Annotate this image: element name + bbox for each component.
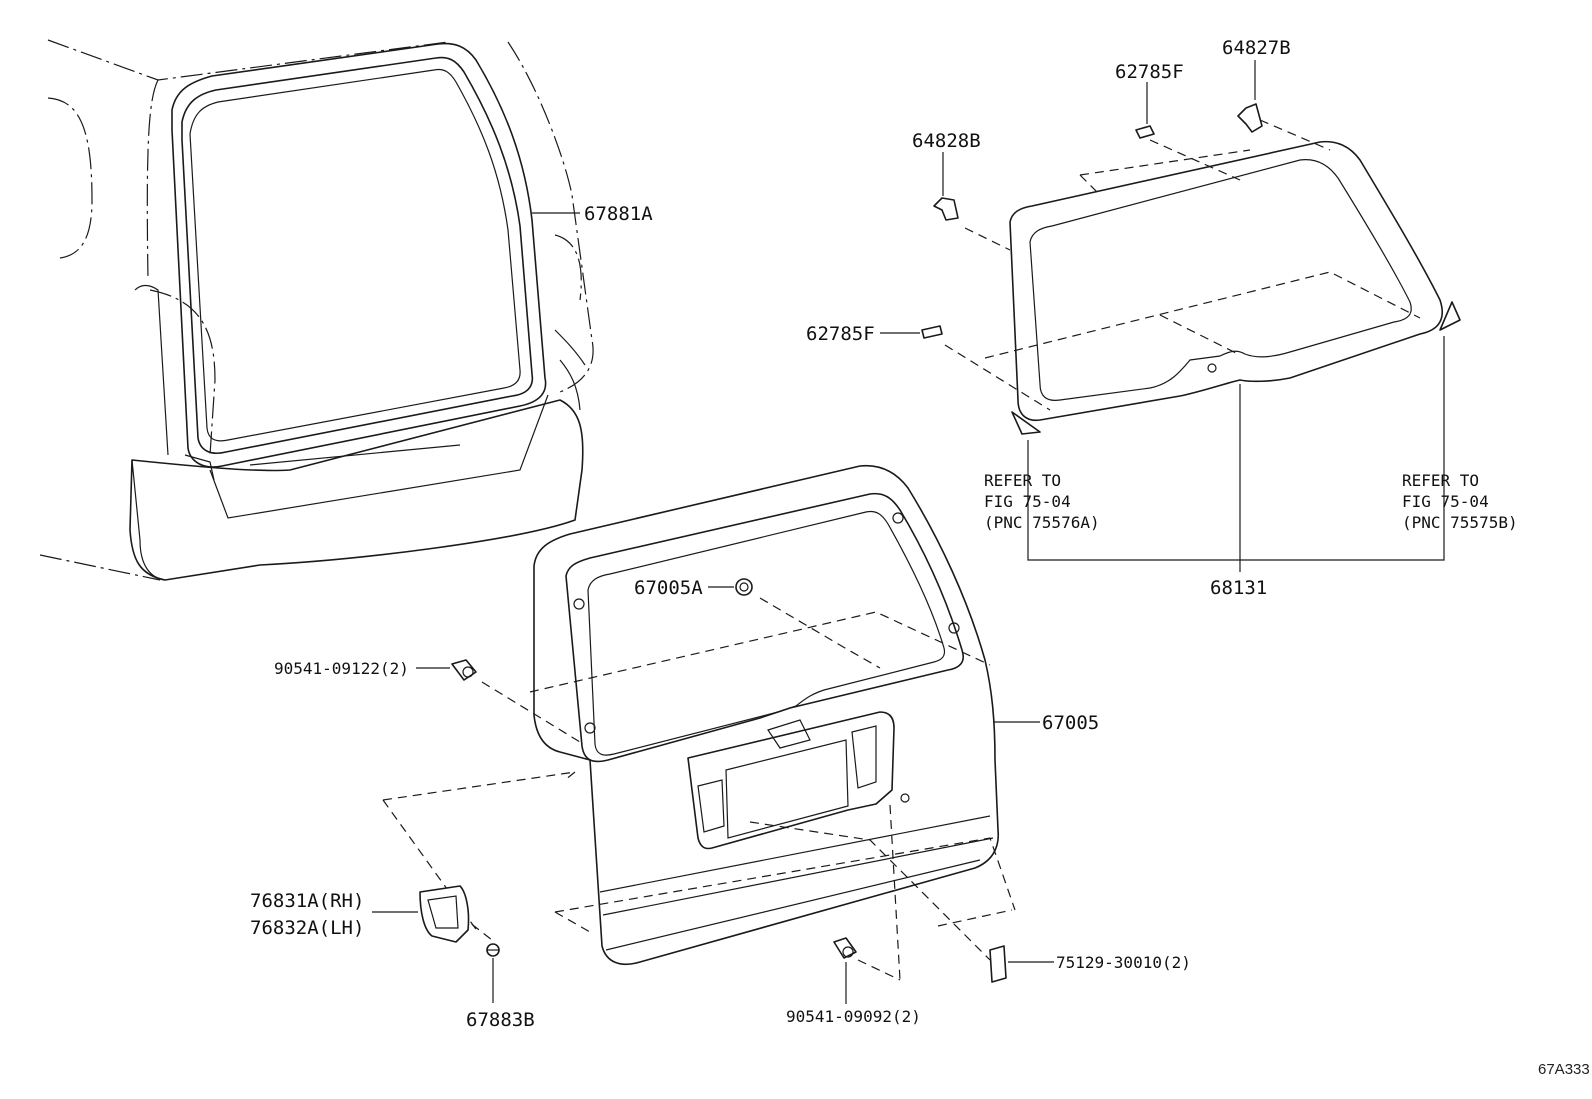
callout-76831A: 76831A(RH): [250, 890, 364, 912]
refer-note-right-line1: REFER TO: [1402, 471, 1479, 490]
glass-spacer-right: [1439, 301, 1461, 331]
callout-90541-09122: 90541-09122(2): [274, 659, 409, 678]
callout-68131: 68131: [1210, 577, 1267, 599]
callout-64827B: 64827B: [1222, 37, 1291, 59]
back-door-glass: [944, 119, 1444, 422]
refer-note-left-line3: (PNC 75576A): [984, 513, 1100, 532]
back-door-panel: [382, 464, 1016, 981]
clip-62785F-left: [921, 325, 943, 339]
callout-76832A: 76832A(LH): [250, 917, 364, 939]
callout-62785F-top: 62785F: [1115, 61, 1184, 83]
clip-64828B: [933, 197, 959, 221]
cushion-90541-09092: [833, 937, 857, 959]
plug-75129-30010: [989, 945, 1007, 983]
callout-67883B: 67883B: [466, 1009, 535, 1031]
cover-76831A: [419, 885, 470, 943]
clip-67883B: [486, 943, 500, 957]
callout-64828B: 64828B: [912, 130, 981, 152]
clip-64827B: [1237, 103, 1263, 133]
glass-spacer-left: [1011, 411, 1041, 435]
vehicle-rear-body: [39, 39, 594, 581]
refer-note-right-line3: (PNC 75575B): [1402, 513, 1518, 532]
refer-note-right-line2: FIG 75-04: [1402, 492, 1489, 511]
callout-67881A: 67881A: [584, 203, 653, 225]
leader-lines: [372, 60, 1445, 1004]
callout-90541-09092: 90541-09092(2): [786, 1007, 921, 1026]
refer-note-left-line2: FIG 75-04: [984, 492, 1071, 511]
callout-62785F-left: 62785F: [806, 323, 875, 345]
callout-75129-30010: 75129-30010(2): [1056, 953, 1191, 972]
refer-note-left-line1: REFER TO: [984, 471, 1061, 490]
figure-number: 67A333: [1538, 1061, 1590, 1078]
grommet-67005A: [735, 578, 753, 596]
callout-67005A: 67005A: [634, 577, 703, 599]
clip-62785F-top: [1135, 125, 1155, 139]
callout-67005: 67005: [1042, 712, 1099, 734]
cushion-90541-09122: [451, 659, 477, 681]
